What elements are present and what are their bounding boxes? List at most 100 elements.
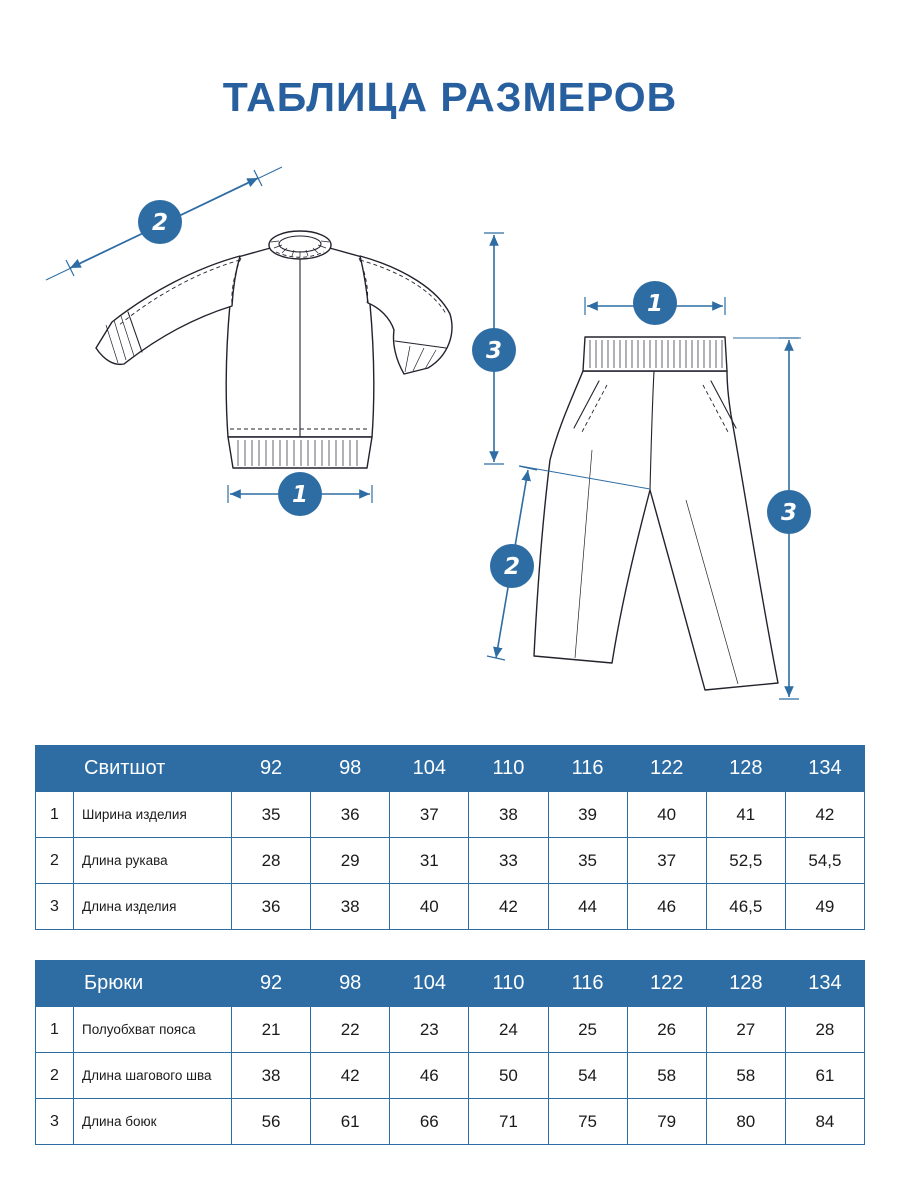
measure-label: Длина боюк [73,1098,232,1145]
measure-value: 54 [547,1052,628,1099]
sweatshirt-marker-2: 2 [138,200,182,244]
row-number: 3 [35,1098,74,1145]
page-title: ТАБЛИЦА РАЗМЕРОВ [222,74,678,120]
measure-label: Длина шагового шва [73,1052,232,1099]
sweatshirt-drawing: 2 3 1 [45,166,516,516]
size-header: 110 [468,960,549,1007]
measure-value: 28 [230,837,312,884]
size-header: 134 [784,960,866,1007]
sweatshirt-marker-1: 1 [278,472,322,516]
measure-value: 36 [310,791,391,838]
measure-value: 42 [468,883,549,930]
measure-value: 84 [784,1098,866,1145]
measure-value: 39 [547,791,628,838]
measure-value: 23 [389,1006,470,1053]
sweatshirt-right-sleeve [359,255,453,375]
marker-circle [633,281,677,325]
measure-value: 61 [310,1098,391,1145]
sweatshirt-collar-ribs [270,240,330,257]
sweatshirt-left-cuff-ribs [105,315,135,364]
marker-number: 3 [781,500,797,526]
size-header: 116 [547,745,628,792]
row-number: 2 [35,1052,74,1099]
garment-name: Брюки [73,960,232,1007]
measure-value: 29 [310,837,391,884]
garment-name: Свитшот [73,745,232,792]
measure-value: 80 [705,1098,786,1145]
measure-value: 46,5 [705,883,786,930]
pants-right-pocket-dash [702,384,729,433]
measure-value: 38 [310,883,391,930]
pants-right-crease [685,499,739,685]
measure-value: 50 [468,1052,549,1099]
pants-waistband-ribs [589,340,723,368]
size-header: 122 [626,745,707,792]
measure-value: 35 [547,837,628,884]
pants-body [533,370,779,691]
measure-value: 49 [784,883,866,930]
marker-number: 2 [504,554,520,580]
size-header: 92 [230,745,312,792]
measure-value: 75 [547,1098,628,1145]
marker-number: 3 [486,338,502,364]
corner-cell [35,745,74,792]
row-number: 1 [35,1006,74,1053]
measure-value: 36 [230,883,312,930]
pants-drawing: 1 3 2 [486,281,811,700]
measure-value: 35 [230,791,312,838]
inseam-extension [519,465,651,490]
marker-circle [490,544,534,588]
sweatshirt-right-cuff [394,340,447,349]
pants-left-pocket [573,380,600,429]
measure-value: 58 [626,1052,707,1099]
marker-number: 1 [292,482,308,508]
measure-value: 38 [230,1052,312,1099]
corner-cell [35,960,74,1007]
pants-left-pocket-dash [581,384,608,433]
measure-value: 71 [468,1098,549,1145]
marker-circle [278,472,322,516]
pants-marker-2: 2 [490,544,534,588]
pants-marker-3: 3 [767,490,811,534]
size-header: 134 [784,745,866,792]
measure-value: 46 [626,883,707,930]
size-header: 92 [230,960,312,1007]
sweatshirt-seam-dashes [117,251,447,430]
inseam-tick-bottom [486,655,506,661]
measure-value: 46 [389,1052,470,1099]
measure-label: Длина рукава [73,837,232,884]
size-header: 98 [310,960,391,1007]
measure-value: 21 [230,1006,312,1053]
row-number: 2 [35,837,74,884]
measure-value: 31 [389,837,470,884]
measure-value: 37 [389,791,470,838]
size-header: 128 [705,960,786,1007]
sweatshirt-right-cuff-ribs [404,345,437,373]
size-header: 116 [547,960,628,1007]
measure-value: 58 [705,1052,786,1099]
measure-value: 44 [547,883,628,930]
measure-value: 37 [626,837,707,884]
measure-value: 28 [784,1006,866,1053]
pants-waistband [582,336,728,372]
sweatshirt-left-sleeve [95,255,241,366]
inseam-tick-top [518,465,538,471]
measure-value: 40 [626,791,707,838]
sweatshirt-hem-band [227,436,373,469]
marker-circle [767,490,811,534]
garment-diagrams: 2 3 1 [45,166,811,700]
measure-value: 25 [547,1006,628,1053]
row-number: 1 [35,791,74,838]
sweatshirt-marker-3: 3 [472,328,516,372]
measure-value: 26 [626,1006,707,1053]
marker-circle [138,200,182,244]
row-number: 3 [35,883,74,930]
